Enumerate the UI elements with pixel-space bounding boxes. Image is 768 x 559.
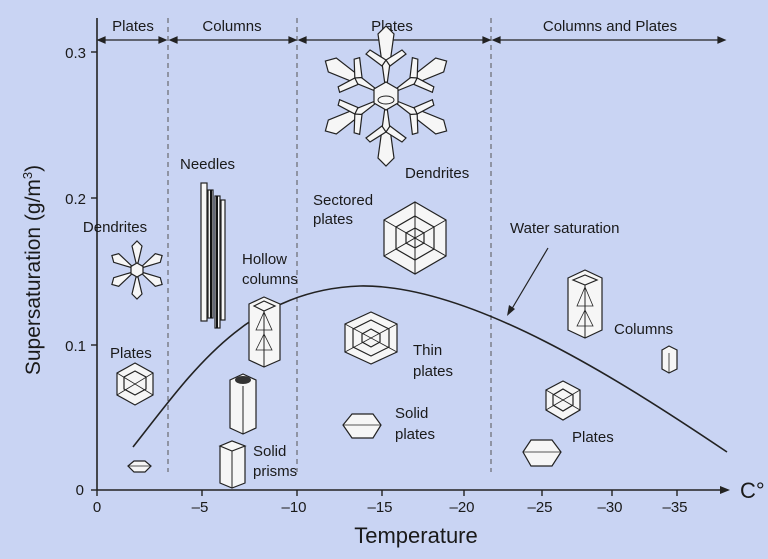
hollow-column-crystal-right — [567, 269, 603, 339]
solid-plates-label-2: plates — [395, 426, 435, 443]
x-tick-label: –5 — [192, 499, 209, 516]
dendrite-crystal-large — [324, 25, 448, 167]
x-tick-label: –35 — [662, 499, 687, 516]
x-tick-label: –25 — [527, 499, 552, 516]
columns-right-label: Columns — [614, 321, 673, 338]
y-axis-title-sup: 3 — [20, 172, 35, 179]
water-saturation-pointer — [509, 247, 549, 313]
y-ticks — [91, 51, 97, 491]
y-axis-title-main: Supersaturation (g/m — [22, 179, 45, 375]
x-axis-arrowhead — [720, 486, 730, 494]
hollow-columns-label-1: Hollow — [242, 251, 287, 268]
plate-crystal-left — [116, 362, 154, 406]
solid-prism-crystal — [218, 440, 247, 489]
small-column-crystal — [661, 345, 678, 374]
dendrites-top-label: Dendrites — [405, 165, 469, 182]
solid-plate-crystal-small — [127, 460, 152, 473]
plates-right-label: Plates — [572, 429, 614, 446]
dendrite-crystal-small — [111, 240, 163, 300]
thin-plate-crystal — [344, 311, 398, 365]
x-tick-label: –15 — [367, 499, 392, 516]
x-tick-label: –10 — [281, 499, 306, 516]
water-saturation-curve — [132, 285, 728, 453]
y-tick-label: 0 — [76, 482, 84, 499]
water-saturation-arrowhead — [507, 305, 515, 316]
region-label-columns: Columns — [202, 18, 261, 35]
y-axis-title: Supersaturation (g/m3) — [20, 165, 45, 375]
x-axis-title: Temperature — [354, 523, 478, 548]
y-tick-label: 0.2 — [65, 191, 86, 208]
x-unit-label: C° — [740, 478, 765, 503]
x-tick-label: –20 — [449, 499, 474, 516]
sectored-plate-crystal — [383, 201, 447, 275]
water-saturation-label: Water saturation — [510, 220, 620, 237]
y-tick-label: 0.1 — [65, 338, 86, 355]
hollow-columns-label-2: columns — [242, 271, 298, 288]
x-tick-label: –30 — [597, 499, 622, 516]
thin-plates-label-1: Thin — [413, 342, 442, 359]
y-tick-label: 0.3 — [65, 45, 86, 62]
sectored-plates-label-1: Sectored — [313, 192, 373, 209]
dendrites-left-label: Dendrites — [83, 219, 147, 236]
solid-prisms-label-2: prisms — [253, 463, 297, 480]
solid-plate-crystal — [342, 413, 382, 439]
solid-prisms-label-1: Solid — [253, 443, 286, 460]
x-tick-label: 0 — [93, 499, 101, 516]
solid-column-crystal — [229, 373, 257, 435]
solid-plate-crystal-right — [522, 439, 562, 467]
thin-plates-label-2: plates — [413, 363, 453, 380]
region-label-plates-1: Plates — [112, 18, 154, 35]
x-ticks — [96, 490, 678, 496]
sectored-plates-label-2: plates — [313, 211, 353, 228]
hollow-column-crystal — [248, 296, 281, 368]
y-axis-title-close: ) — [22, 165, 45, 172]
plates-left-label: Plates — [110, 345, 152, 362]
plate-crystal-right — [545, 380, 581, 421]
solid-plates-label-1: Solid — [395, 405, 428, 422]
needle-crystals — [200, 182, 226, 329]
region-arrows — [96, 36, 727, 44]
needles-label: Needles — [180, 156, 235, 173]
region-label-columns-and-plates: Columns and Plates — [543, 18, 677, 35]
